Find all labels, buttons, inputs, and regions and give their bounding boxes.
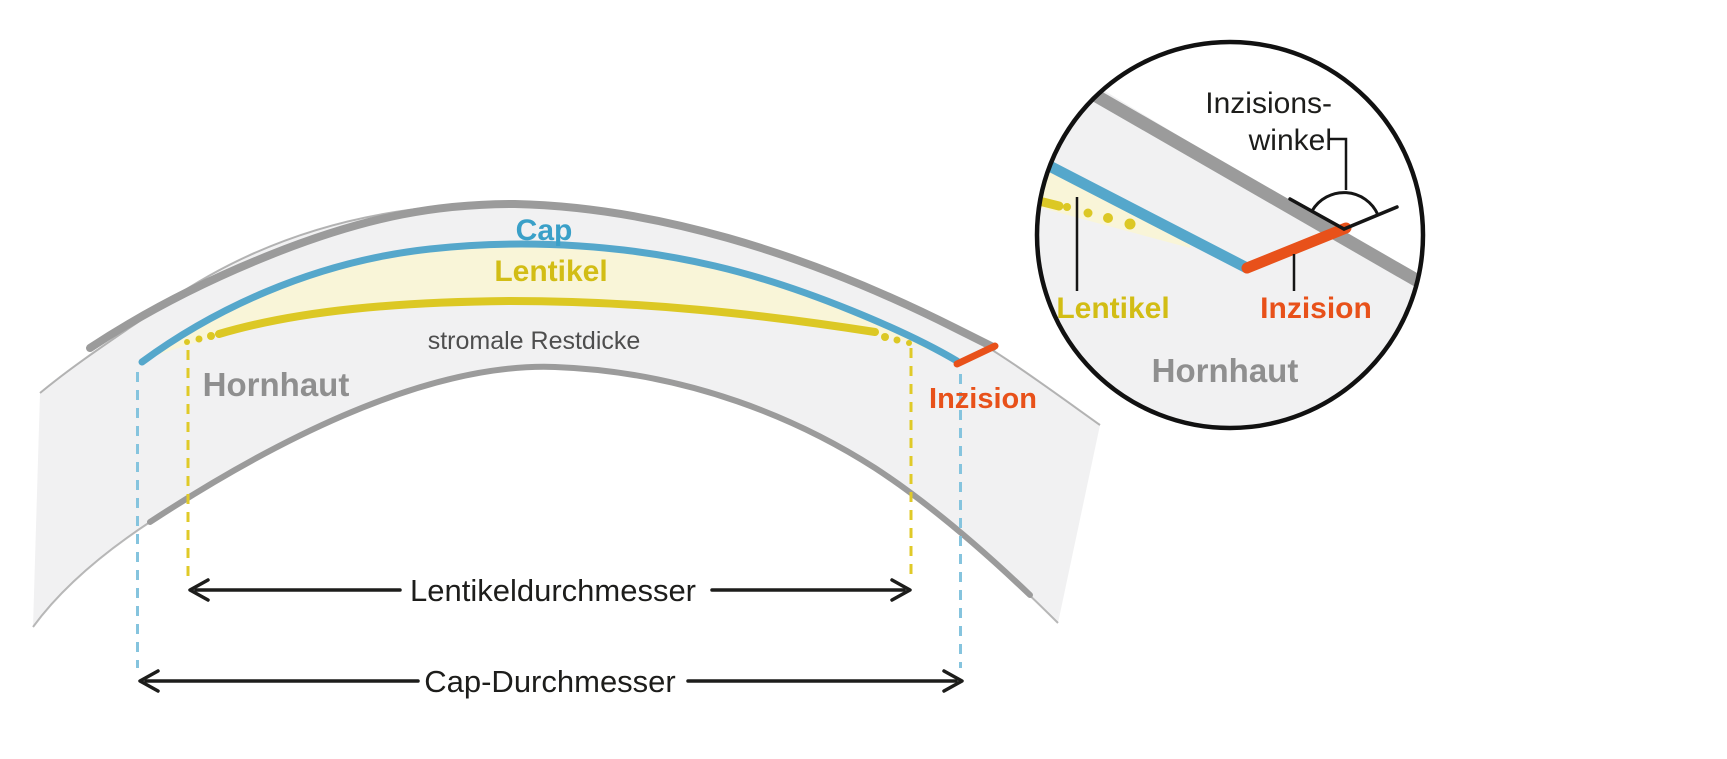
magnifier-inset: Inzisions- winkel Lentikel Inzision Horn… xyxy=(1034,39,1426,431)
inset-lenticule-dots xyxy=(1063,203,1136,230)
main-diagram: Cap Lentikel stromale Restdicke Hornhaut… xyxy=(32,199,1101,699)
arrowhead-right-icon xyxy=(890,578,912,602)
inset-incision-line xyxy=(1241,222,1352,274)
lenticule-diameter-label: Lentikeldurchmesser xyxy=(410,573,696,608)
lenticule-line xyxy=(215,296,879,338)
inset-circle-outline xyxy=(1034,39,1426,431)
angle-leader-line xyxy=(1330,137,1348,190)
inset-clipped-content xyxy=(1037,84,1423,428)
stromal-thickness-label: stromale Restdicke xyxy=(428,327,641,355)
inset-cornea-surface xyxy=(1082,84,1423,294)
incision-angle-label-line2: winkel xyxy=(1248,124,1332,157)
cap-diameter-label: Cap-Durchmesser xyxy=(424,664,676,699)
arrowhead-left-icon xyxy=(138,669,160,693)
incision-label: Inzision xyxy=(929,383,1037,415)
cornea-inner-surface xyxy=(147,363,1033,598)
arrowhead-right-icon xyxy=(942,669,964,693)
incision-line xyxy=(953,342,999,368)
inset-lenticule-dash xyxy=(1037,194,1064,211)
cornea-label: Hornhaut xyxy=(203,366,350,403)
cornea-outer-surface xyxy=(86,199,997,352)
lenticule-label: Lentikel xyxy=(494,255,607,288)
lenticule-dots-left xyxy=(184,332,215,345)
arrowhead-left-icon xyxy=(188,578,210,602)
inset-cornea-label: Hornhaut xyxy=(1152,352,1299,389)
cap-diameter-arrow xyxy=(138,669,964,693)
inset-cornea-fill xyxy=(1037,85,1423,428)
lenticule-fill xyxy=(150,244,950,358)
cap-label: Cap xyxy=(516,214,573,247)
cap-interface-line xyxy=(138,240,961,366)
inset-cap-line xyxy=(1037,153,1250,273)
incision-angle-arc xyxy=(1310,191,1380,216)
lenticule-dots-right xyxy=(881,333,912,346)
incision-angle-label-line1: Inzisions- xyxy=(1205,87,1332,120)
inset-lenticule-label: Lentikel xyxy=(1056,292,1169,325)
inset-incision-label: Inzision xyxy=(1260,292,1372,325)
lenticule-diameter-arrow xyxy=(188,578,912,602)
